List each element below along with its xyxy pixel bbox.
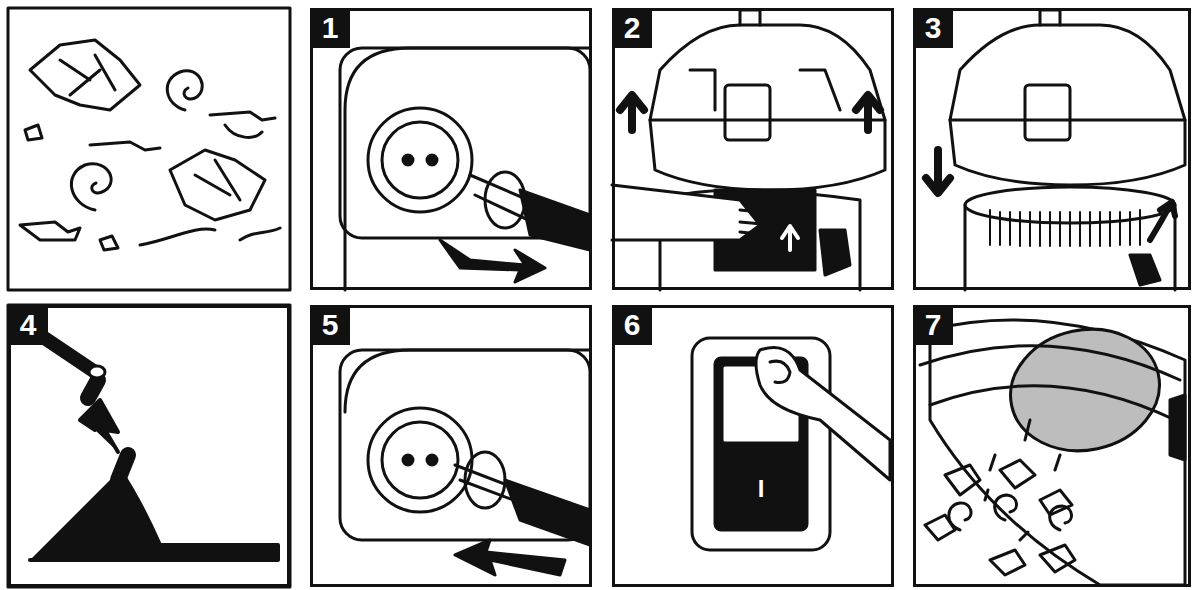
step-number: 4 xyxy=(8,305,48,345)
debris-panel xyxy=(8,8,290,290)
step-panel: 6 xyxy=(612,305,894,587)
step-number: 7 xyxy=(913,305,953,345)
step-number: 1 xyxy=(310,8,350,48)
step-panel: 1 xyxy=(310,8,592,290)
switch-marking: I xyxy=(748,476,774,502)
step-panel: 4 xyxy=(8,305,290,587)
step-panel: 7 xyxy=(913,305,1191,587)
step-panel: 5 xyxy=(310,305,592,587)
step-panel: 3 xyxy=(913,8,1191,290)
step-number: 3 xyxy=(913,8,953,48)
step-number: 2 xyxy=(612,8,652,48)
step-number: 6 xyxy=(612,305,652,345)
step-panel: 2 xyxy=(612,8,894,290)
step-number: 5 xyxy=(310,305,350,345)
